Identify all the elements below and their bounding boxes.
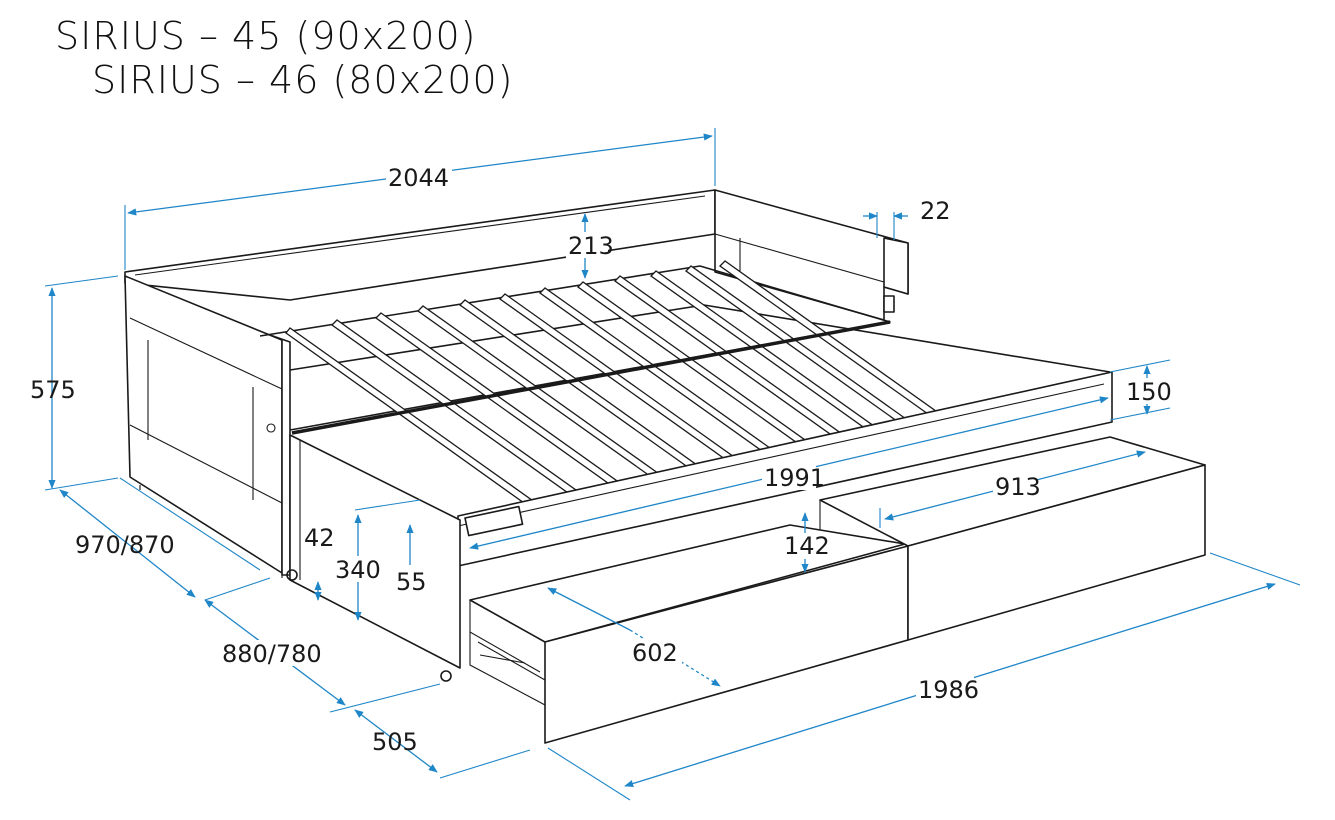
dim-150: 150 xyxy=(1126,378,1172,406)
dim-1991: 1991 xyxy=(764,464,825,492)
title-model-46: SIRIUS – 46 (80x200) xyxy=(92,58,514,102)
dim-575: 575 xyxy=(30,376,76,404)
dim-602: 602 xyxy=(632,639,678,667)
trundle-side xyxy=(289,434,461,669)
wheel-front xyxy=(440,670,452,682)
dim-340: 340 xyxy=(335,556,381,584)
dim-880-780: 880/780 xyxy=(222,640,322,668)
right-end-panel xyxy=(714,189,909,321)
dim-913: 913 xyxy=(995,473,1041,501)
dim-142: 142 xyxy=(784,532,830,560)
left-panel-edge xyxy=(269,334,291,576)
dim-55: 55 xyxy=(396,568,427,596)
dim-970-870: 970/870 xyxy=(75,531,175,559)
wheel-left xyxy=(286,569,298,581)
dim-2044: 2044 xyxy=(388,164,449,192)
dim-213: 213 xyxy=(568,232,614,260)
right-end-panel-edge xyxy=(883,237,909,295)
dim-1986: 1986 xyxy=(918,676,979,704)
title-model-45: SIRIUS – 45 (90x200) xyxy=(55,14,477,58)
center-rail xyxy=(291,320,891,435)
dim-505: 505 xyxy=(372,728,418,756)
dim-42: 42 xyxy=(304,524,335,552)
dim-22: 22 xyxy=(920,197,951,225)
dimension-labels: 2044 213 22 575 150 1991 913 970/870 880… xyxy=(30,164,1172,756)
